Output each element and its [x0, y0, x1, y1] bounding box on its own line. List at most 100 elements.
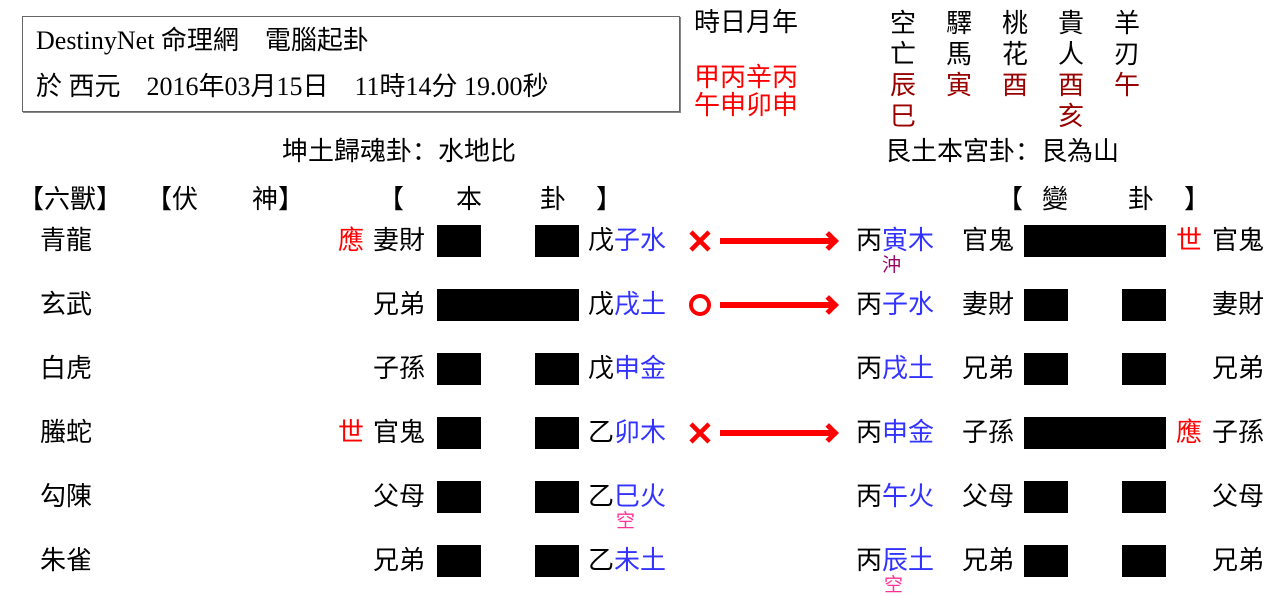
header-bian-close: 】	[1184, 185, 1211, 214]
shensha-value: 午	[1114, 71, 1141, 100]
changed-relation-right: 兄弟	[1212, 546, 1265, 575]
kong-note: 空	[884, 575, 904, 596]
changed-relation-right: 兄弟	[1212, 354, 1265, 383]
header-bian-open: 【	[997, 185, 1024, 214]
branch-element: 巳火	[614, 482, 667, 511]
stem: 戊	[588, 354, 615, 383]
header-fushen-open: 【伏	[146, 185, 199, 214]
arrow-head-icon	[819, 423, 839, 443]
changed-relation: 父母	[962, 482, 1015, 511]
app-title: DestinyNet 命理網 電腦起卦	[36, 26, 369, 55]
changed-branch-element: 戌土	[882, 354, 935, 383]
changed-stem: 丙	[856, 482, 883, 511]
shi-ying-mark: 世	[338, 418, 365, 447]
moving-o-icon	[689, 294, 711, 316]
change-arrow	[720, 302, 836, 308]
header-box	[22, 16, 680, 112]
header-ben-close: 】	[596, 185, 623, 214]
changed-relation: 官鬼	[962, 226, 1015, 255]
shensha-name: 馬	[946, 40, 973, 69]
changed-relation: 兄弟	[962, 546, 1015, 575]
yin-line-right	[535, 225, 579, 257]
stem: 乙	[588, 482, 615, 511]
changed-stem: 丙	[856, 418, 883, 447]
changed-relation-right: 官鬼	[1212, 226, 1265, 255]
shensha-name: 驛	[946, 9, 973, 38]
yin-line-left	[1024, 545, 1068, 577]
yin-line-left	[1024, 353, 1068, 385]
shensha-value: 亥	[1058, 102, 1085, 131]
six-beast: 青龍	[40, 226, 93, 255]
six-relation: 妻財	[373, 226, 426, 255]
six-beast: 白虎	[40, 354, 93, 383]
shensha-name: 空	[890, 9, 917, 38]
stem: 戊	[588, 226, 615, 255]
shi-ying-mark: 應	[338, 226, 365, 255]
changed-stem: 丙	[856, 226, 883, 255]
stem: 戊	[588, 290, 615, 319]
shensha-taohua: 桃 花 酉	[1002, 8, 1032, 101]
six-relation: 官鬼	[373, 418, 426, 447]
divination-datetime: 於 西元 2016年03月15日 11時14分 19.00秒	[36, 72, 549, 101]
yin-line-left	[437, 225, 481, 257]
shensha-value: 酉	[1002, 71, 1029, 100]
yin-line-right	[1122, 481, 1166, 513]
changed-relation-right: 妻財	[1212, 290, 1265, 319]
shensha-name: 刃	[1114, 40, 1141, 69]
changed-relation-right: 父母	[1212, 482, 1265, 511]
branch-element: 子水	[614, 226, 667, 255]
shensha-value: 巳	[890, 102, 917, 131]
changed-shi-ying-mark: 世	[1176, 226, 1203, 255]
main-gua-title: 坤土歸魂卦：水地比	[282, 137, 517, 166]
six-relation: 兄弟	[373, 290, 426, 319]
branch-element: 未土	[614, 546, 667, 575]
moving-x-icon	[689, 230, 711, 252]
changed-branch-element: 寅木	[882, 226, 935, 255]
six-relation: 父母	[373, 482, 426, 511]
change-arrow	[720, 430, 836, 436]
header-fushen-close: 神】	[252, 185, 305, 214]
yin-line-right	[1122, 289, 1166, 321]
changed-branch-element: 辰土	[882, 546, 935, 575]
shensha-yangren: 羊 刃 午	[1114, 8, 1144, 101]
yin-line-left	[437, 481, 481, 513]
six-beast: 玄武	[40, 290, 93, 319]
shensha-name: 羊	[1114, 9, 1141, 38]
kong-note: 空	[616, 511, 636, 532]
arrow-head-icon	[819, 295, 839, 315]
shensha-guiren: 貴 人 酉 亥	[1058, 8, 1088, 132]
yin-line-right	[1122, 353, 1166, 385]
changed-stem: 丙	[856, 546, 883, 575]
yin-line-left	[437, 545, 481, 577]
yin-line-right	[535, 353, 579, 385]
changed-shi-ying-mark: 應	[1176, 418, 1203, 447]
changed-relation: 子孫	[962, 418, 1015, 447]
six-relation: 子孫	[373, 354, 426, 383]
changed-stem: 丙	[856, 290, 883, 319]
yang-line	[1024, 225, 1166, 257]
moving-x-icon	[689, 422, 711, 444]
branch-element: 卯木	[614, 418, 667, 447]
six-relation: 兄弟	[373, 546, 426, 575]
six-beast: 勾陳	[40, 482, 93, 511]
shensha-value: 寅	[946, 71, 973, 100]
stem: 乙	[588, 418, 615, 447]
shensha-name: 人	[1058, 40, 1085, 69]
shensha-name: 花	[1002, 40, 1029, 69]
shensha-name: 亡	[890, 40, 917, 69]
header-six-beasts: 【六獸】	[18, 185, 123, 214]
header-ben-open: 【	[378, 185, 405, 214]
changed-relation: 妻財	[962, 290, 1015, 319]
stem: 乙	[588, 546, 615, 575]
yin-line-left	[1024, 481, 1068, 513]
changed-relation: 兄弟	[962, 354, 1015, 383]
changed-branch-element: 申金	[882, 418, 935, 447]
branch-element: 戌土	[614, 290, 667, 319]
yin-line-left	[437, 417, 481, 449]
changed-stem: 丙	[856, 354, 883, 383]
header-bian-2: 卦	[1128, 185, 1155, 214]
shensha-name: 貴	[1058, 9, 1085, 38]
shensha-yima: 驛 馬 寅	[946, 8, 976, 101]
header-ben-2: 卦	[540, 185, 567, 214]
pillars-branches: 午申卯申	[694, 91, 799, 120]
